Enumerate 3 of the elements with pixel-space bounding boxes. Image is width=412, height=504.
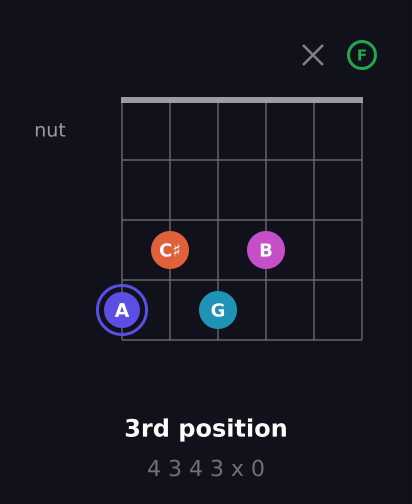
chord-title: 3rd position — [126, 418, 286, 442]
fingering-label: 4 3 4 3 x 0 — [148, 460, 264, 476]
nut-label: nut — [36, 123, 66, 137]
